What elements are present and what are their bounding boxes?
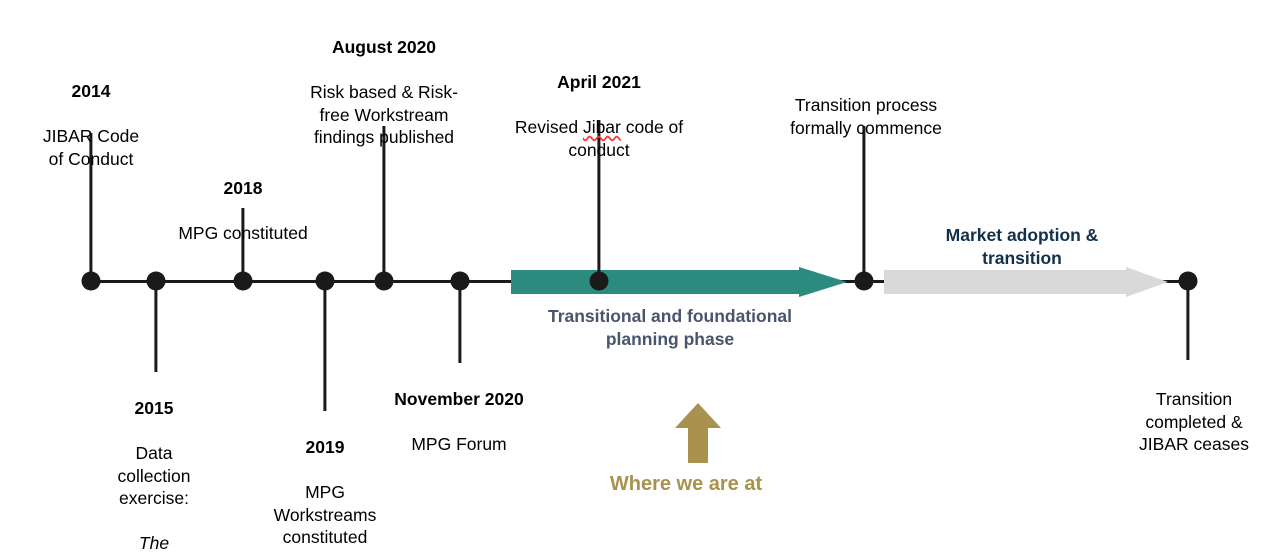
stem-2018 [241, 208, 245, 281]
where-we-are-at-label: Where we are at [609, 473, 763, 495]
milestone-dot-2019[interactable] [315, 271, 335, 291]
milestone-body-nov-2020: MPG Forum [411, 434, 507, 455]
milestone-body-2014: JIBAR Code of Conduct [42, 126, 140, 169]
milestone-date-2015: 2015 [134, 398, 174, 419]
milestone-dot-transition-end[interactable] [1178, 271, 1198, 291]
milestone-label-2018: 2018 MPG constituted [148, 155, 338, 267]
milestone-body-2015-italic: The structure of bank funding [138, 532, 170, 553]
stem-nov-2020 [458, 280, 462, 363]
milestone-dot-transition-start[interactable] [854, 271, 874, 291]
milestone-body-apr-2021-post: code of conduct [568, 117, 684, 160]
phase-caption-market-adoption: Market adoption & transition [945, 225, 1099, 268]
stem-transition-end [1186, 280, 1190, 360]
milestone-date-2019: 2019 [305, 437, 345, 458]
milestone-body-aug-2020: Risk based & Risk- free Workstream findi… [310, 82, 458, 147]
milestone-body-2015: Data collection exercise: [117, 443, 191, 508]
milestone-body-transition-end: Transition completed & JIBAR ceases [1139, 389, 1249, 455]
milestone-dot-2018[interactable] [233, 271, 253, 291]
milestone-label-2019: 2019 MPG Workstreams constituted [250, 414, 400, 555]
milestone-label-transition-start: Transition process formally commence [756, 72, 976, 162]
milestone-label-apr-2021: April 2021 Revised Jibar code of conduct [489, 49, 709, 183]
stem-transition-start [862, 126, 866, 281]
stem-2019 [323, 280, 327, 411]
milestone-label-aug-2020: August 2020 Risk based & Risk- free Work… [284, 14, 484, 171]
phase-caption-transitional: Transitional and foundational planning p… [547, 306, 793, 349]
milestone-date-apr-2021: April 2021 [557, 72, 641, 93]
milestone-date-aug-2020: August 2020 [331, 37, 437, 58]
milestone-label-nov-2020: November 2020 MPG Forum [359, 366, 559, 478]
stem-aug-2020 [382, 126, 386, 281]
milestone-date-2018: 2018 [223, 178, 263, 199]
milestone-body-apr-2021-misspelled: Jibar [582, 117, 621, 138]
milestone-dot-2015[interactable] [146, 271, 166, 291]
phase-arrow-transitional [511, 267, 847, 297]
stem-2014 [89, 133, 93, 281]
milestone-date-nov-2020: November 2020 [394, 389, 524, 410]
milestone-label-transition-end: Transition completed & JIBAR ceases [1127, 366, 1261, 478]
milestone-dot-nov-2020[interactable] [450, 271, 470, 291]
milestone-body-apr-2021-pre: Revised [514, 117, 583, 138]
axis-segment-right [1152, 280, 1192, 284]
axis-segment-left [88, 280, 516, 284]
milestone-dot-2014[interactable] [81, 271, 101, 291]
milestone-body-apr-2021: Revised Jibar code of conduct [489, 116, 709, 161]
phase-arrow-market-adoption [884, 267, 1168, 297]
stem-apr-2021 [597, 120, 601, 281]
milestone-label-2015: 2015 Data collection exercise: The struc… [89, 375, 219, 555]
stem-2015 [154, 280, 158, 372]
milestone-date-2014: 2014 [71, 81, 111, 102]
milestone-dot-aug-2020[interactable] [374, 271, 394, 291]
milestone-body-2019: MPG Workstreams constituted [273, 482, 377, 547]
milestone-label-2014: 2014 JIBAR Code of Conduct [11, 58, 171, 192]
where-we-are-at-arrow-icon [675, 403, 721, 463]
milestone-dot-apr-2021[interactable] [589, 271, 609, 291]
milestone-body-2018: MPG constituted [178, 223, 308, 244]
milestone-body-transition-start: Transition process formally commence [790, 95, 942, 138]
